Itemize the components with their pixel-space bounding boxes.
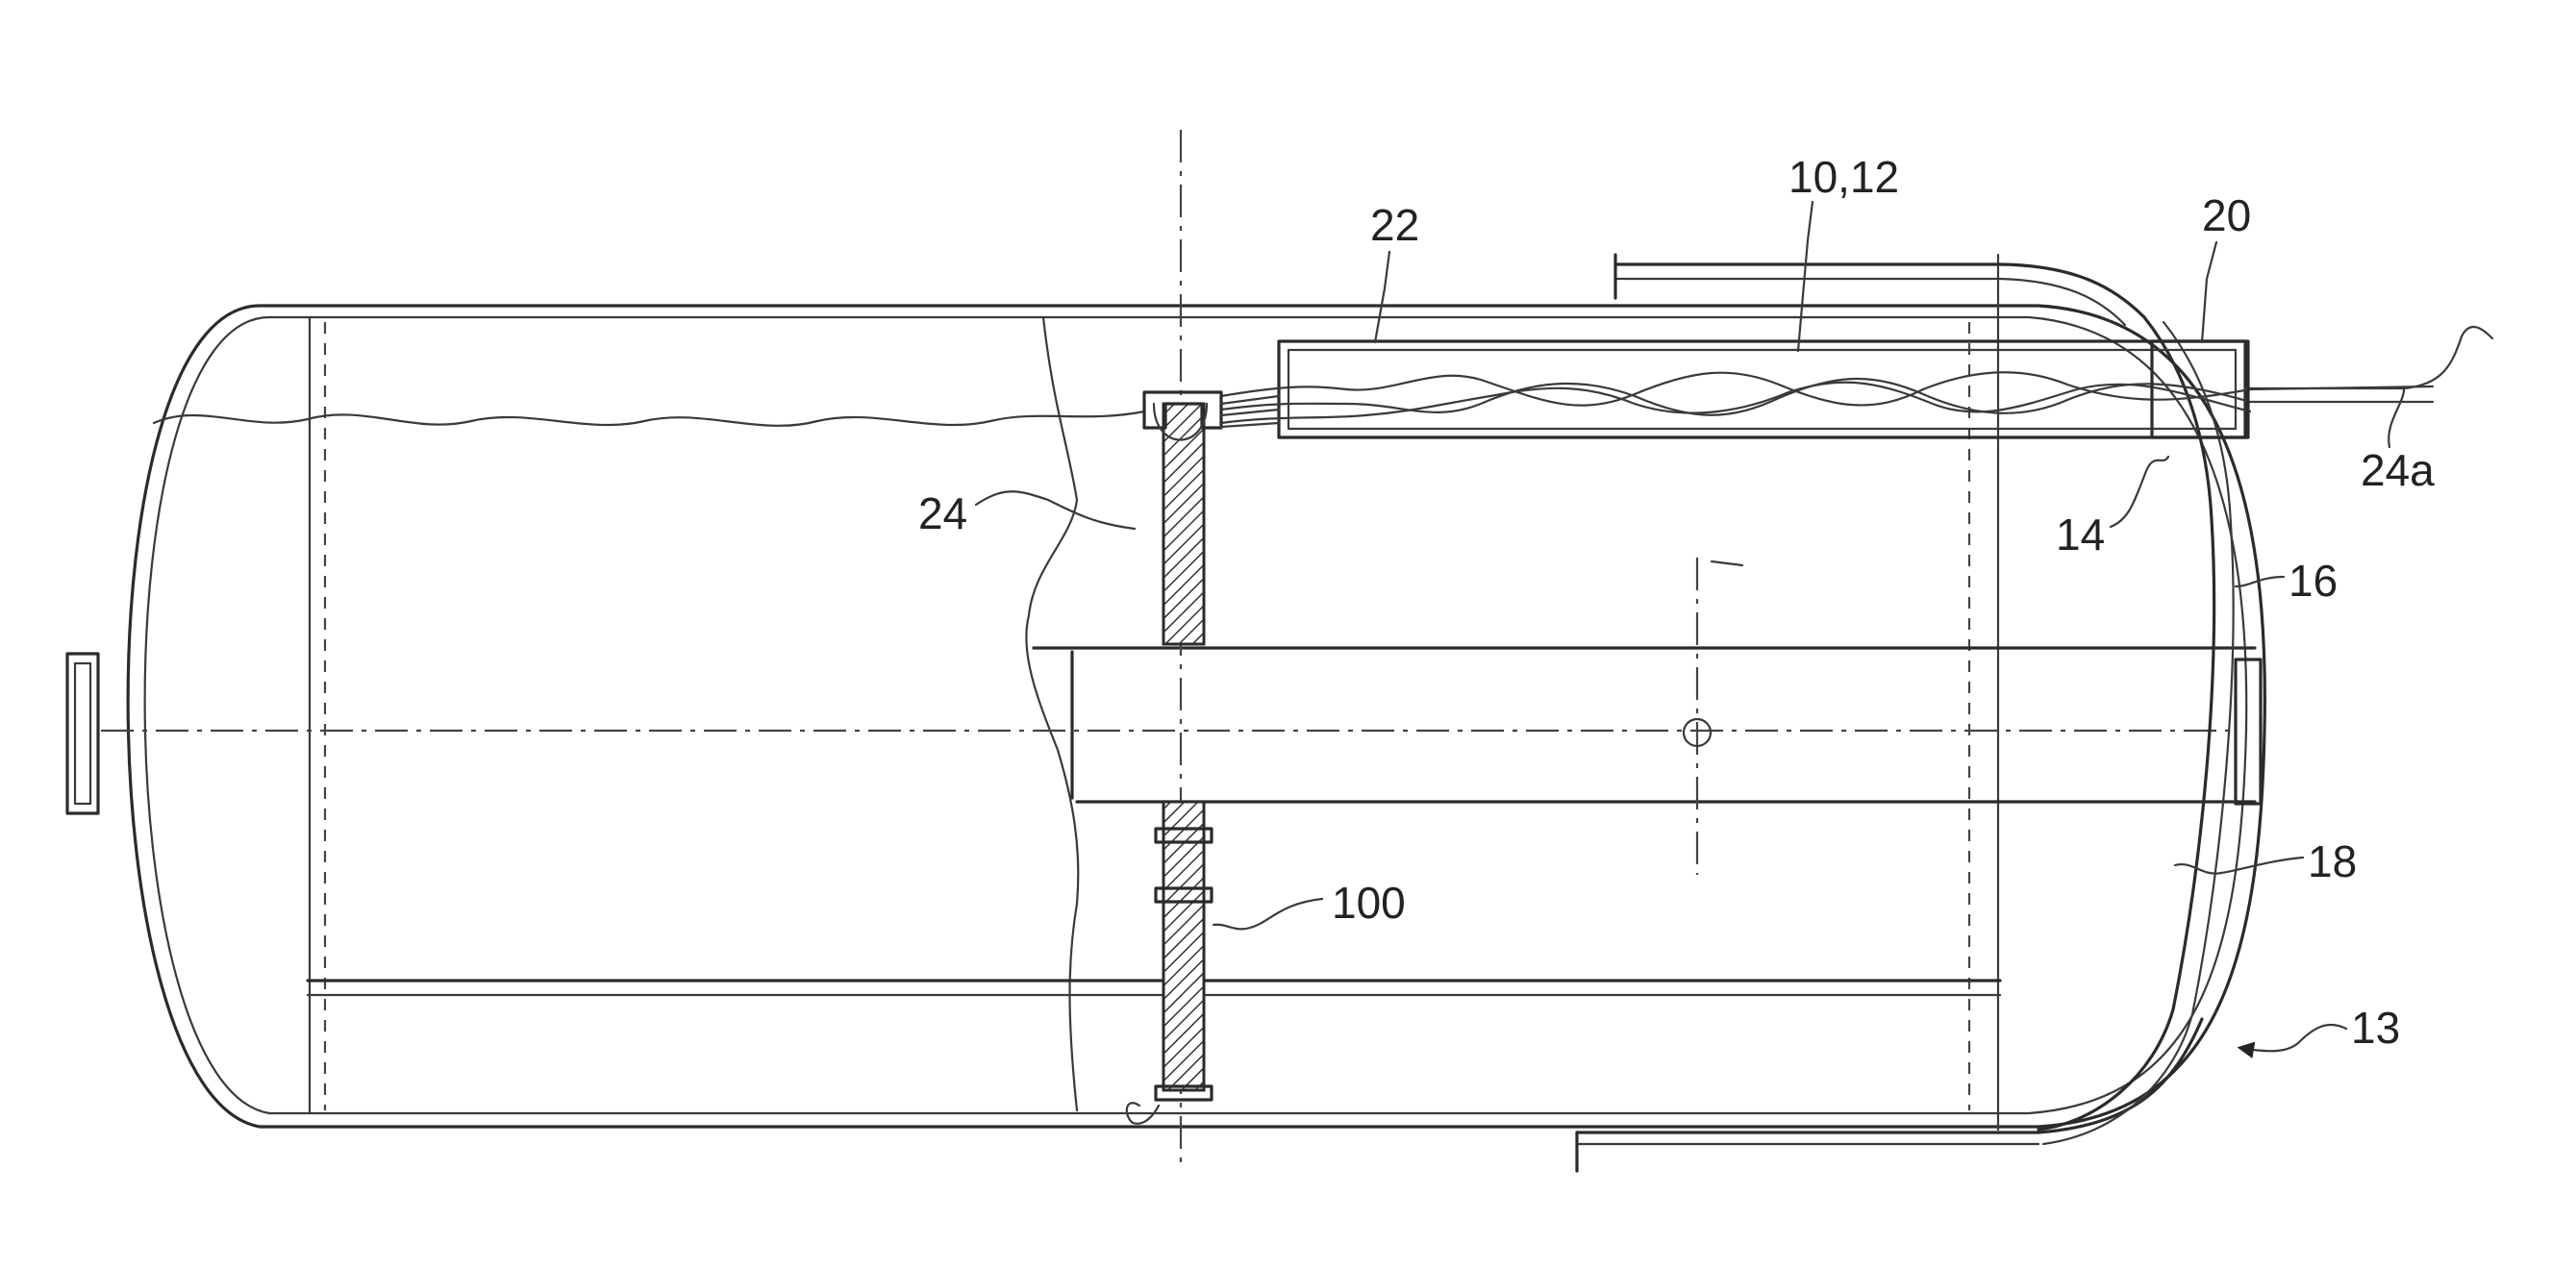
label-22: 22 [1370,200,1419,250]
sensor-probe-100 [1127,392,1279,1124]
lower-support-line [308,981,2000,995]
reference-labels: 10,12 22 20 24 24a 14 16 18 100 13 [918,152,2435,1053]
liquid-surface-line [154,411,1144,426]
inner-pipe [1034,648,2255,802]
label-24: 24 [918,488,967,538]
label-100: 100 [1332,878,1406,928]
label-18: 18 [2308,836,2357,886]
label-16: 16 [2288,556,2338,606]
label-24a: 24a [2361,445,2435,495]
inner-dashed-lines [310,255,1998,1130]
label-20: 20 [2202,190,2251,240]
cutaway-break-line [1026,317,1078,1110]
top-flange [1615,255,2144,325]
label-10-12: 10,12 [1788,152,1899,202]
right-end-boss [2236,659,2261,804]
label-14: 14 [2056,510,2105,560]
left-end-boss [67,654,98,813]
label-13: 13 [2351,1003,2400,1053]
